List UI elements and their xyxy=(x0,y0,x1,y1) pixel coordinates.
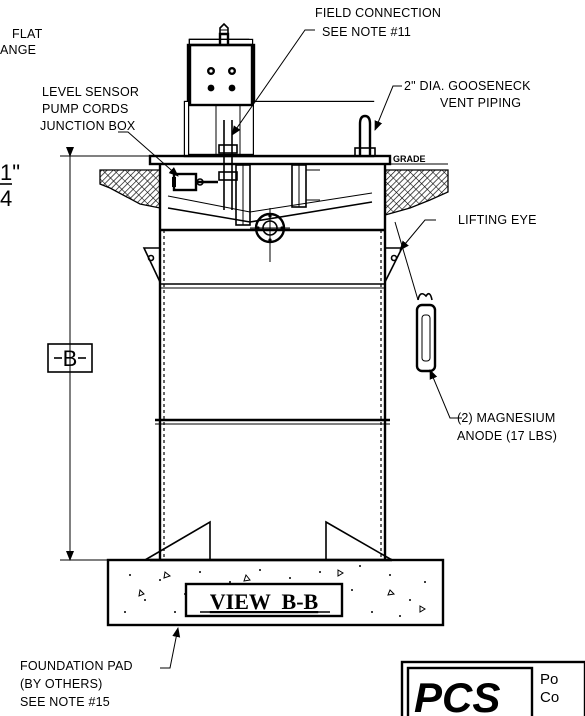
anode-label-1: (2) MAGNESIUM xyxy=(457,411,555,425)
foundation-pad xyxy=(106,558,445,627)
panel-stand xyxy=(188,104,254,155)
foundation-label-2: (BY OTHERS) xyxy=(20,677,103,691)
foundation-label-3: SEE NOTE #15 xyxy=(20,695,110,709)
gooseneck-label-2: VENT PIPING xyxy=(440,96,521,110)
lifting-eye-label: LIFTING EYE xyxy=(458,213,537,227)
level-sensor-label-1: LEVEL SENSOR xyxy=(42,85,139,99)
level-sensor-label-2: PUMP CORDS xyxy=(42,102,129,116)
soil-left xyxy=(99,169,161,209)
flat-flange-label-1: FLAT xyxy=(12,27,43,41)
lifting-lug-right xyxy=(384,247,404,283)
fraction-top: 1" xyxy=(0,160,20,185)
company-logo: PCS Po Co xyxy=(400,660,585,716)
support-legs xyxy=(142,520,395,561)
leaders xyxy=(118,29,462,669)
gooseneck-vent xyxy=(354,114,376,157)
field-connection-label-2: SEE NOTE #11 xyxy=(322,25,411,39)
magnesium-anode xyxy=(394,221,437,373)
fraction-dimension: 1" 4 xyxy=(0,160,20,211)
view-title: VIEW B-B xyxy=(210,589,319,614)
fraction-bottom: 4 xyxy=(0,186,12,211)
tank-body xyxy=(150,164,392,562)
logo-text: PCS xyxy=(414,674,500,716)
gooseneck-label-1: 2" DIA. GOOSENECK xyxy=(404,79,531,93)
logo-side-1: Po xyxy=(540,671,558,688)
tank-lid xyxy=(148,154,392,166)
field-connection-label-1: FIELD CONNECTION xyxy=(315,6,441,20)
dimension-b-label: B xyxy=(63,346,78,371)
anode-label-2: ANODE (17 LBS) xyxy=(457,429,557,443)
flat-flange-label-2: ANGE xyxy=(0,43,36,57)
grade-label: GRADE xyxy=(393,154,426,164)
foundation-label-1: FOUNDATION PAD xyxy=(20,659,133,673)
inlet-flange xyxy=(250,208,290,262)
soil-right xyxy=(384,169,449,216)
logo-side-2: Co xyxy=(540,689,559,706)
dimension-b: B xyxy=(47,147,108,561)
lifting-lug-left xyxy=(142,247,161,283)
level-sensor-label-3: JUNCTION BOX xyxy=(40,119,136,133)
